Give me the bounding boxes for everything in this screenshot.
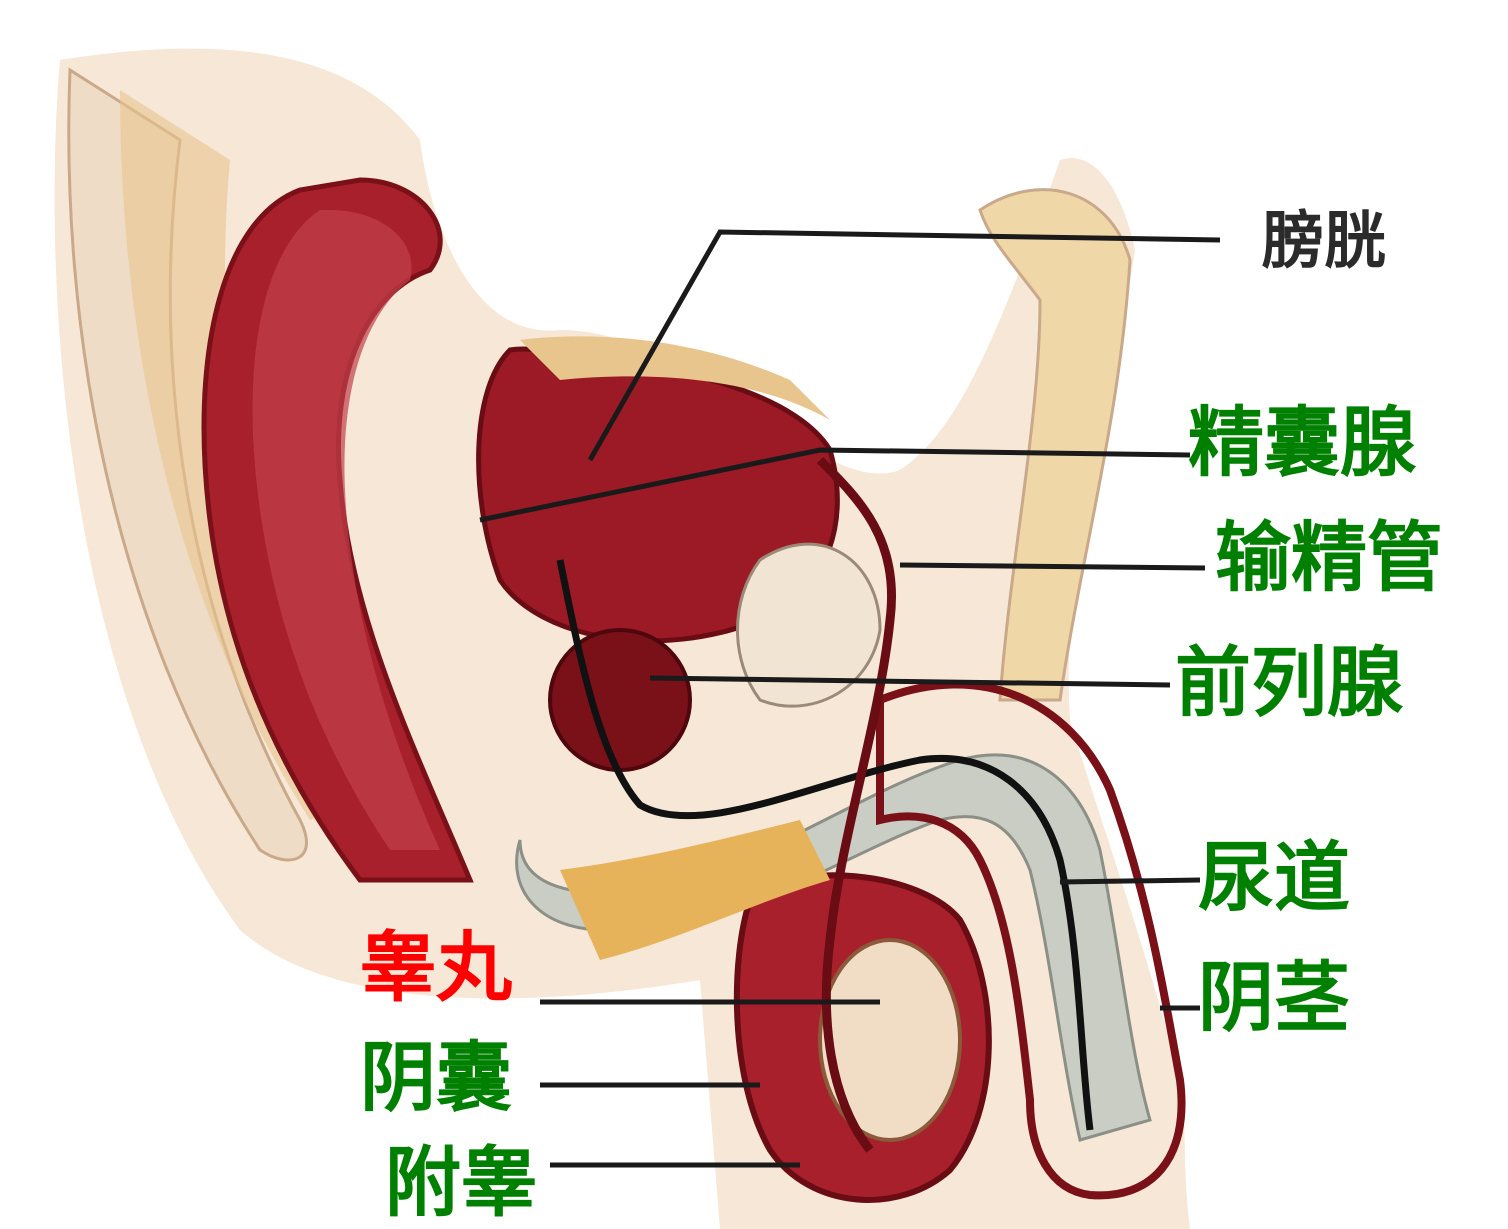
- label-epididymis: 附睾: [385, 1145, 537, 1221]
- label-vas-deferens: 输精管: [1215, 520, 1443, 596]
- label-prostate: 前列腺: [1175, 645, 1403, 721]
- leader-urethra: [1060, 880, 1200, 882]
- label-scrotum: 阴囊: [360, 1040, 512, 1116]
- testis-organ: [820, 940, 960, 1140]
- label-bladder: 膀胱: [1262, 210, 1386, 272]
- label-seminal-vesicle: 精囊腺: [1188, 405, 1416, 481]
- prostate-organ: [550, 630, 690, 770]
- label-penis: 阴茎: [1198, 960, 1350, 1036]
- leader-vas-deferens: [900, 565, 1205, 568]
- label-urethra: 尿道: [1198, 840, 1350, 916]
- label-testis: 睾丸: [360, 930, 512, 1006]
